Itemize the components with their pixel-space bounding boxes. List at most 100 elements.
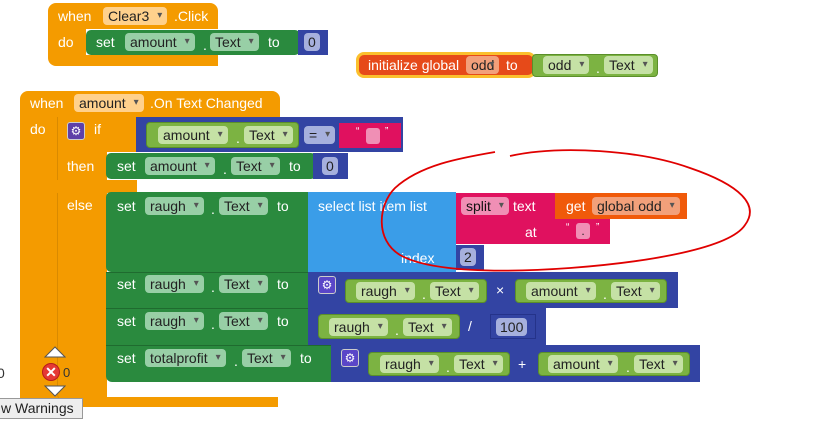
set-label: set xyxy=(96,34,115,50)
error-icon[interactable]: ✕ xyxy=(42,363,60,381)
property-dropdown[interactable]: Text xyxy=(231,157,280,175)
dot: . xyxy=(203,37,207,53)
event-label: .On Text Changed xyxy=(150,95,263,111)
show-warnings-button[interactable]: w Warnings xyxy=(0,398,83,419)
component-dropdown[interactable]: raugh xyxy=(145,197,204,215)
variable-name-field[interactable]: odd xyxy=(466,56,500,74)
to-label: to xyxy=(289,158,301,174)
gear-icon[interactable]: ⚙ xyxy=(341,349,359,367)
number-value[interactable]: 100 xyxy=(496,318,528,336)
dot: . xyxy=(236,130,240,146)
dot: . xyxy=(211,316,215,332)
when-label: when xyxy=(30,95,64,111)
component-dropdown[interactable]: raugh xyxy=(145,275,204,293)
text-label: text xyxy=(513,198,536,214)
component-dropdown[interactable]: amount xyxy=(526,282,596,300)
dot: . xyxy=(596,60,600,76)
arrow-up-icon[interactable] xyxy=(44,346,66,358)
to-label: to xyxy=(277,313,289,329)
set-raugh-multiply-block[interactable] xyxy=(106,272,310,308)
select-list-label: select list item list xyxy=(318,198,427,214)
component-dropdown[interactable]: amount xyxy=(548,355,618,373)
if-label: if xyxy=(94,121,101,137)
property-dropdown[interactable]: Text xyxy=(604,56,653,74)
property-dropdown[interactable]: Text xyxy=(430,282,479,300)
component-dropdown[interactable]: amount xyxy=(125,33,195,51)
then-label: then xyxy=(67,158,95,174)
split-dropdown[interactable]: split xyxy=(461,197,509,215)
to-label: to xyxy=(277,198,289,214)
component-dropdown[interactable]: raugh xyxy=(329,318,388,336)
to-label: to xyxy=(506,57,518,73)
set-label: set xyxy=(117,198,136,214)
property-dropdown[interactable]: Text xyxy=(219,275,268,293)
number-value[interactable]: 0 xyxy=(322,157,338,175)
event-do-column xyxy=(20,117,58,407)
dot: . xyxy=(395,322,399,338)
do-label: do xyxy=(58,34,74,50)
dot: . xyxy=(626,359,630,375)
dot: . xyxy=(234,353,238,369)
component-dropdown[interactable]: amount xyxy=(74,94,144,112)
component-dropdown[interactable]: totalprofit xyxy=(145,349,226,367)
arrow-down-icon[interactable] xyxy=(44,385,66,397)
property-dropdown[interactable]: Text xyxy=(611,282,660,300)
property-dropdown[interactable]: Text xyxy=(244,126,293,144)
warning-count: 0 xyxy=(0,365,5,381)
if-spacer xyxy=(57,180,137,193)
component-dropdown[interactable]: amount xyxy=(145,157,215,175)
dot: . xyxy=(223,161,227,177)
component-dropdown[interactable]: odd xyxy=(543,56,590,74)
index-label: index xyxy=(401,250,435,266)
property-dropdown[interactable]: Text xyxy=(634,355,683,373)
component-dropdown[interactable]: raugh xyxy=(145,312,204,330)
event-label: .Click xyxy=(174,8,209,24)
dot: . xyxy=(446,359,450,375)
operator-label: / xyxy=(468,318,472,334)
component-dropdown[interactable]: Clear3 xyxy=(103,7,168,25)
operator-dropdown[interactable]: = xyxy=(304,126,336,144)
do-label: do xyxy=(30,121,46,137)
at-label: at xyxy=(525,224,537,240)
quote-open: “ xyxy=(356,126,360,137)
when-label: when xyxy=(58,8,92,24)
amount-text-changed-event-block[interactable] xyxy=(20,91,280,118)
property-dropdown[interactable]: Text xyxy=(454,355,503,373)
variable-dropdown[interactable]: global odd xyxy=(592,197,680,215)
clear3-bottom xyxy=(48,55,218,66)
dot: . xyxy=(422,286,426,302)
quote-close: ” xyxy=(596,222,600,233)
property-dropdown[interactable]: Text xyxy=(219,312,268,330)
initialize-global-block[interactable] xyxy=(356,52,536,78)
component-dropdown[interactable]: raugh xyxy=(380,355,439,373)
number-value[interactable]: 0 xyxy=(304,33,320,51)
to-label: to xyxy=(300,350,312,366)
gear-icon[interactable]: ⚙ xyxy=(318,276,336,294)
operator-label: + xyxy=(518,356,527,372)
to-label: to xyxy=(277,276,289,292)
component-dropdown[interactable]: raugh xyxy=(356,282,415,300)
get-label: get xyxy=(566,198,586,214)
dot: . xyxy=(211,201,215,217)
set-raugh-divide-block[interactable] xyxy=(106,308,310,345)
set-label: set xyxy=(117,158,136,174)
set-label: set xyxy=(117,276,136,292)
quote-close: ” xyxy=(385,126,389,137)
component-dropdown[interactable]: amount xyxy=(158,126,228,144)
init-label: initialize global xyxy=(368,57,460,73)
to-label: to xyxy=(268,34,280,50)
separator-value[interactable]: . xyxy=(576,223,590,239)
event-bottom xyxy=(20,397,278,407)
else-label: else xyxy=(67,197,93,213)
property-dropdown[interactable]: Text xyxy=(210,33,259,51)
property-dropdown[interactable]: Text xyxy=(403,318,452,336)
property-dropdown[interactable]: Text xyxy=(242,349,291,367)
index-value[interactable]: 2 xyxy=(460,248,476,266)
set-raugh-select-block[interactable] xyxy=(106,192,310,272)
error-count: 0 xyxy=(63,365,71,380)
operator-label: × xyxy=(496,282,505,298)
gear-icon[interactable]: ⚙ xyxy=(67,122,85,140)
property-dropdown[interactable]: Text xyxy=(219,197,268,215)
text-value[interactable] xyxy=(366,128,380,144)
dot: . xyxy=(211,279,215,295)
